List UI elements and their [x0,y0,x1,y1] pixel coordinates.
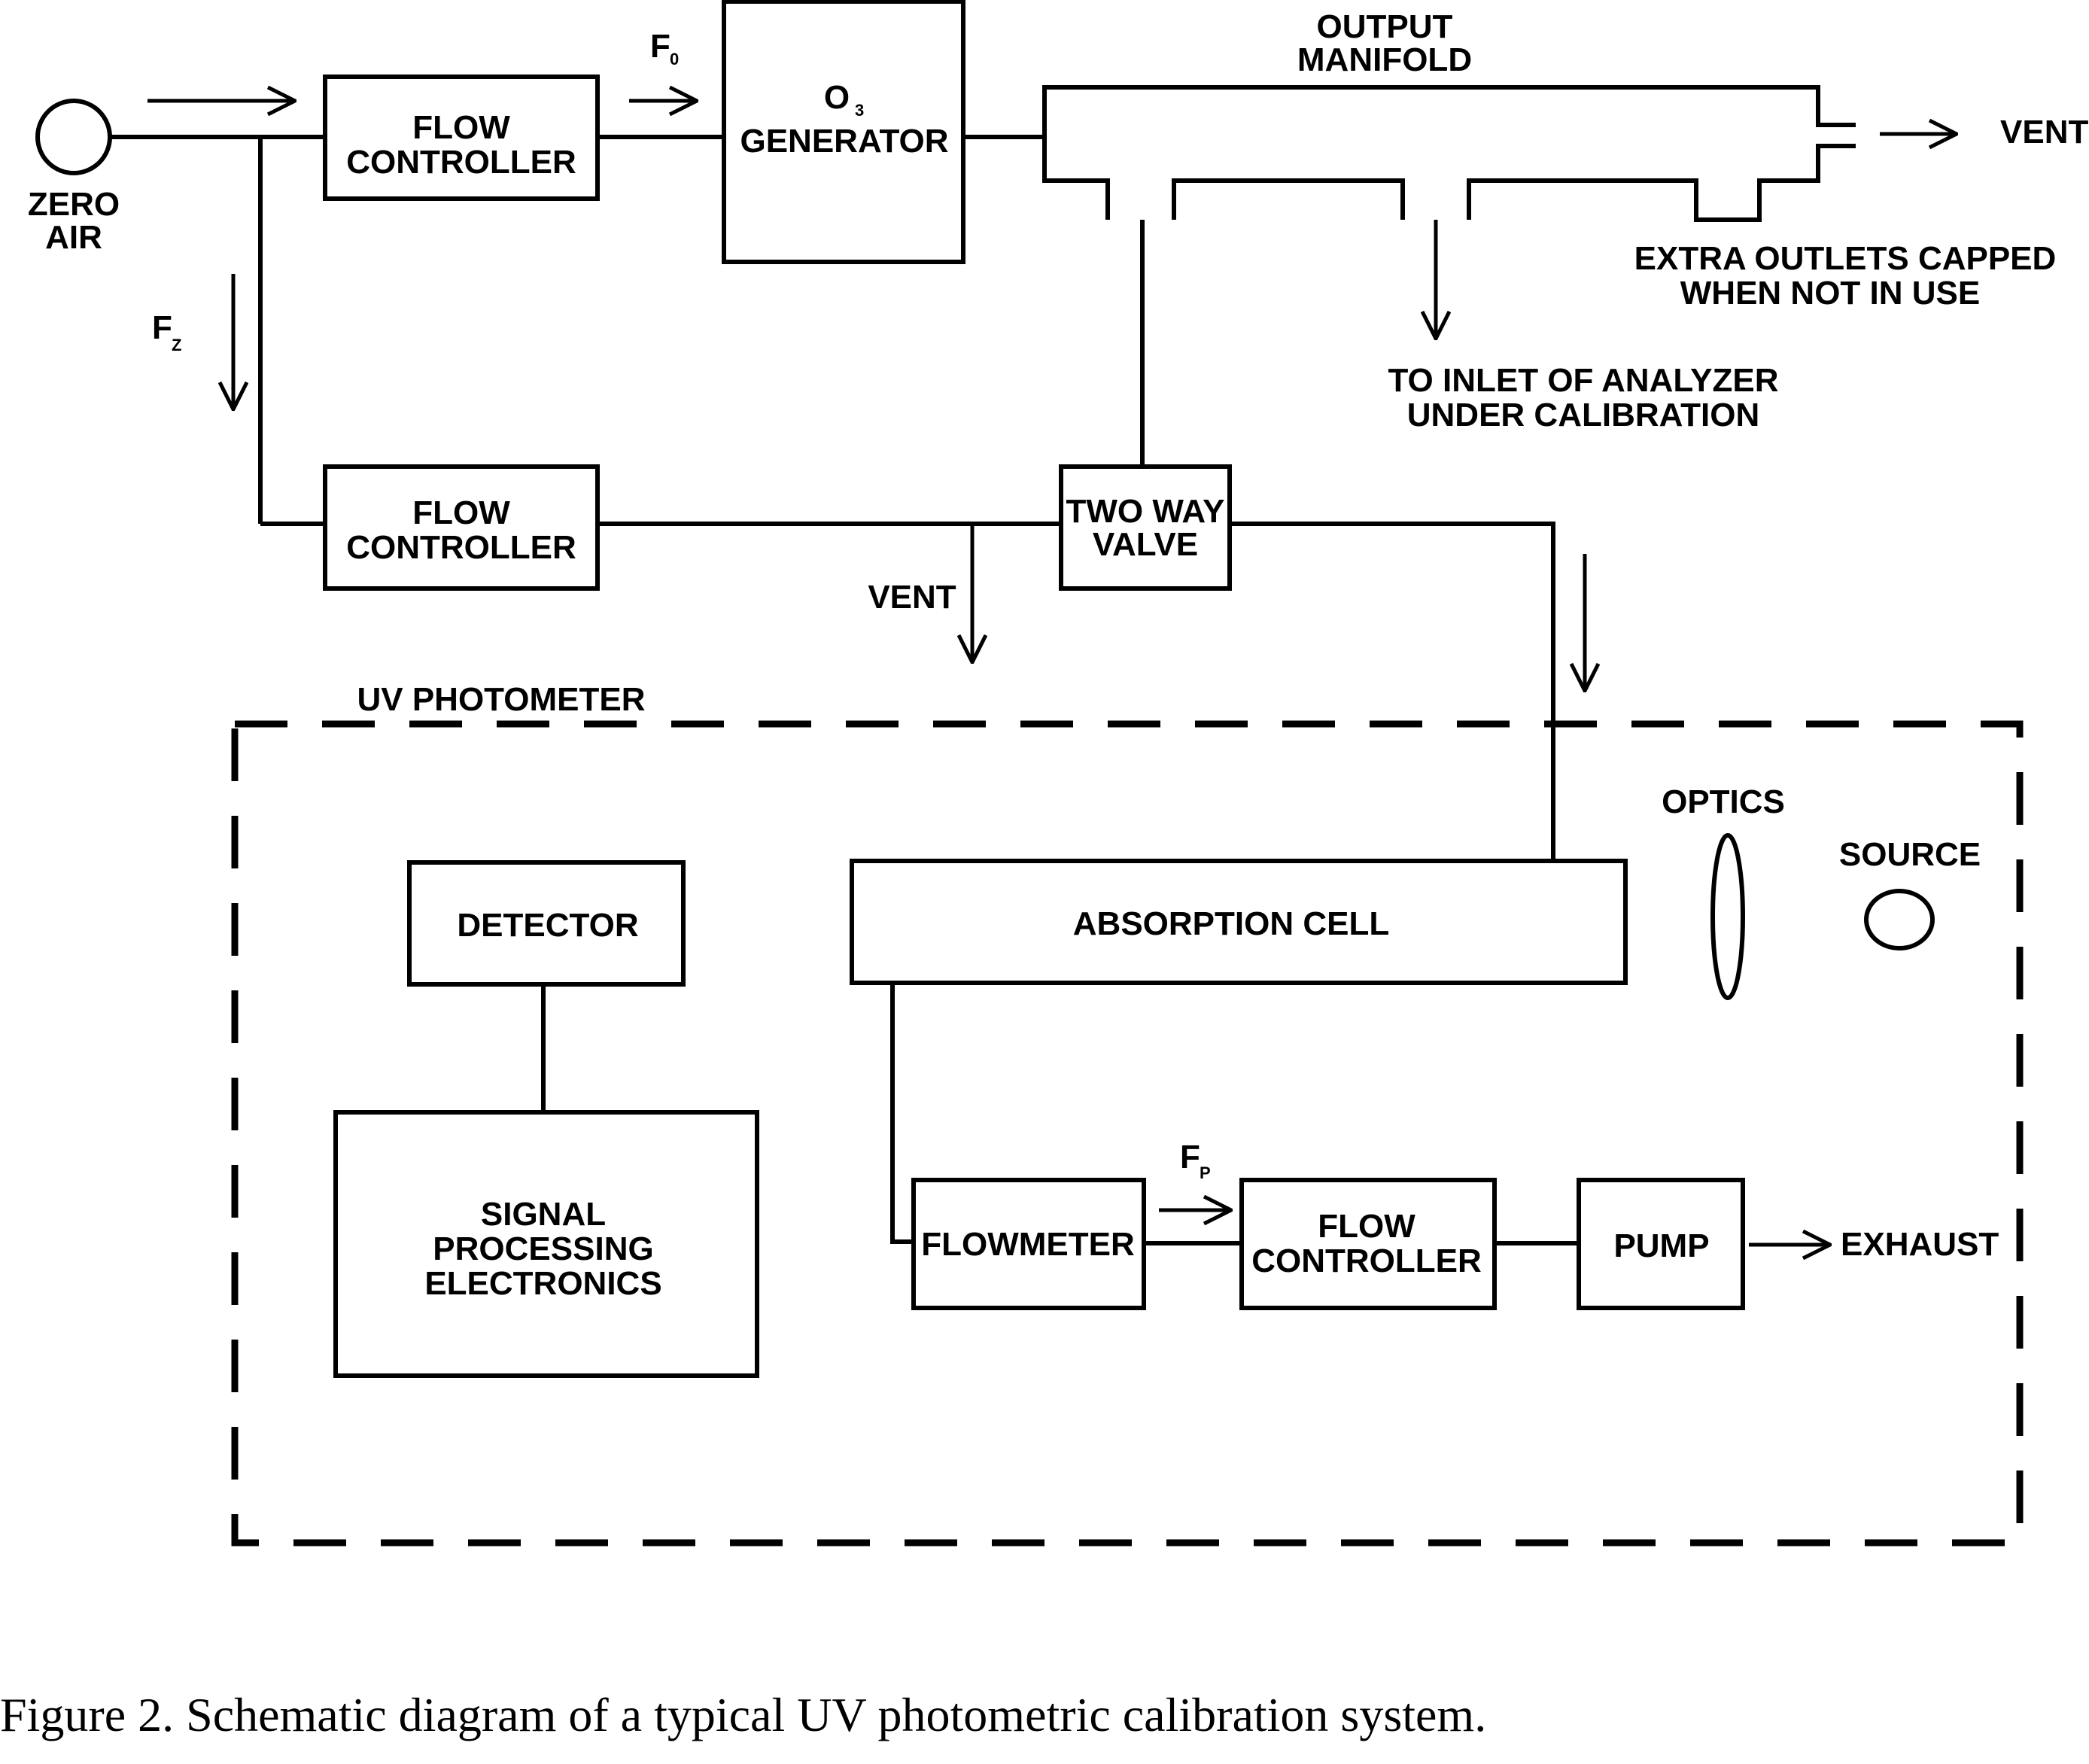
flow-controller-2-label-1: FLOW [412,494,510,531]
source-lamp [1864,889,1935,950]
pump-label: PUMP [1613,1227,1709,1264]
exhaust-label: EXHAUST [1841,1226,1999,1263]
flow-controller-2-box [323,464,600,591]
o3-label: O [824,79,850,116]
generator-label: GENERATOR [740,123,948,160]
uv-photometer-enclosure [231,720,2024,1547]
signal-processing-label-3: ELECTRONICS [424,1265,661,1302]
zero-air-label-1: ZERO [28,186,120,223]
output-manifold-label-2: MANIFOLD [1297,41,1472,78]
two-way-valve-label-2: VALVE [1093,526,1198,563]
flowmeter-label: FLOWMETER [921,1226,1135,1263]
pump-box [1577,1178,1745,1310]
detector-label: DETECTOR [457,907,638,944]
figure-caption: Figure 2. Schematic diagram of a typical… [0,1688,1487,1741]
vent-label-manifold: VENT [2000,114,2088,151]
output-manifold-label-1: OUTPUT [1317,8,1453,45]
optics-lens [1710,833,1745,1000]
flow-controller-3-label-1: FLOW [1318,1208,1415,1245]
pipe-valve-absorption [1230,522,1555,861]
two-way-valve-box [1059,464,1232,591]
zero-air-label-2: AIR [45,219,102,256]
fp-label: F [1180,1139,1200,1175]
source-label: SOURCE [1839,836,1981,873]
output-manifold [1042,85,1856,222]
f0-label: F [650,28,670,65]
extra-outlets-label-2: WHEN NOT IN USE [1680,275,1980,312]
f0-subscript: 0 [670,50,679,68]
absorption-cell-label: ABSORPTION CELL [1073,905,1389,942]
flow-controller-1-label-1: FLOW [412,109,510,146]
uv-photometer-label: UV PHOTOMETER [357,681,645,718]
vent-label-valve: VENT [868,579,956,616]
detector-box [407,860,686,987]
signal-processing-label-1: SIGNAL [481,1196,606,1233]
fz-subscript: Z [172,336,181,354]
signal-processing-box [333,1110,759,1378]
two-way-valve-label-1: TWO WAY [1066,493,1224,530]
optics-label: OPTICS [1662,783,1785,820]
flow-controller-2-label-2: CONTROLLER [346,529,576,566]
fz-label: F [152,309,172,346]
zero-air-port [35,99,112,175]
analyzer-inlet-label-1: TO INLET OF ANALYZER [1388,362,1778,399]
signal-processing-label-2: PROCESSING [433,1230,653,1267]
absorption-cell-box [850,859,1628,985]
o3-generator-box [722,0,965,264]
fp-subscript: P [1200,1163,1211,1182]
pipe-absorption-flowmeter [890,983,914,1244]
flow-controller-1-label-2: CONTROLLER [346,144,576,181]
extra-outlets-label-1: EXTRA OUTLETS CAPPED [1634,240,2057,277]
analyzer-inlet-label-2: UNDER CALIBRATION [1407,397,1760,433]
o3-subscript: 3 [855,101,864,120]
flow-controller-3-label-2: CONTROLLER [1251,1242,1482,1279]
